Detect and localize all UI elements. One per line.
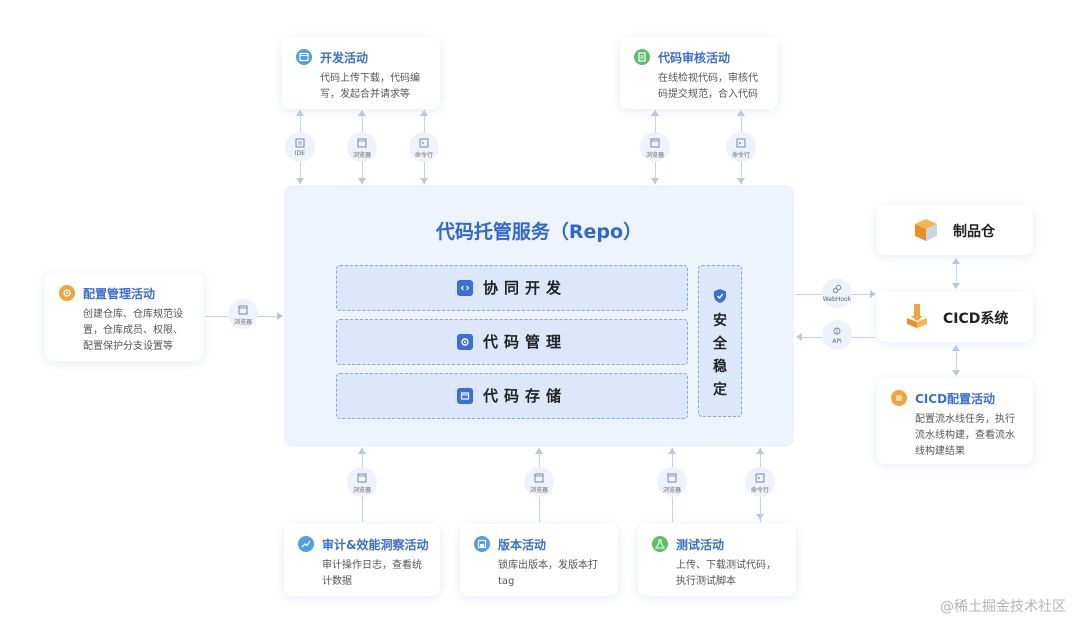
gear-icon [457, 334, 473, 350]
gear-icon [59, 285, 75, 301]
browser-icon [357, 473, 367, 483]
browser-connector: 浏览器 [524, 467, 554, 497]
connector-line [956, 258, 957, 288]
collab-dev-block: 协同开发 [336, 265, 688, 311]
arrow-down [651, 178, 659, 184]
arrow-right [277, 312, 283, 320]
config-activity-card: 配置管理活动 创建仓库、仓库规范设 置，仓库成员、权限、 配置保护分支设置等 [45, 273, 203, 361]
box-icon [915, 219, 937, 241]
arrow-up [952, 258, 960, 264]
arrow-up [358, 110, 366, 116]
audit-activity-card: 审计&效能洞察活动 审计操作日志，查看统 计数据 [284, 524, 440, 596]
test-activity-card: 测试活动 上传、下载测试代码， 执行测试脚本 [638, 524, 796, 596]
chart-icon [298, 536, 314, 552]
version-activity-card: 版本活动 锁库出版本，发版本打 tag [460, 524, 618, 596]
arrow-up [737, 110, 745, 116]
cli-connector: 命令行 [726, 132, 756, 162]
arrow-down [358, 178, 366, 184]
browser-icon [357, 138, 367, 148]
arrow-down [296, 178, 304, 184]
security-stability-label: 安 全 稳 定 [713, 313, 727, 398]
artifact-repo-card: 制品仓 [877, 205, 1033, 255]
code-window-icon [296, 49, 312, 65]
browser-connector: 浏览器 [657, 467, 687, 497]
link-icon [832, 284, 842, 294]
review-activity-title: 代码审核活动 [658, 51, 731, 65]
cicd-config-activity-card: CICD配置活动 配置流水线任务，执行 流水线构建，查看流水 线构建结果 [877, 378, 1033, 464]
security-stability-block: 安 全 稳 定 [698, 265, 742, 417]
arrow-up [296, 110, 304, 116]
api-connector: API [822, 320, 852, 350]
dev-activity-title: 开发活动 [320, 51, 369, 65]
test-activity-desc: 上传、下载测试代码， 执行测试脚本 [676, 560, 776, 587]
terminal-icon [755, 473, 765, 483]
shield-icon [714, 289, 726, 303]
connector-line [956, 345, 957, 375]
test-activity-title: 测试活动 [676, 538, 725, 552]
audit-activity-title: 审计&效能洞察活动 [322, 538, 429, 552]
browser-icon [667, 473, 677, 483]
arrow-up [668, 448, 676, 454]
cicd-config-activity-title: CICD配置活动 [915, 392, 996, 406]
review-activity-card: 代码审核活动 在线检视代码，审核代 码提交规范，合入代码 [620, 37, 778, 109]
config-activity-title: 配置管理活动 [83, 287, 156, 301]
cli-connector: 命令行 [409, 132, 439, 162]
arrow-up [756, 448, 764, 454]
code-manage-label: 代码管理 [483, 333, 568, 351]
arrow-down [420, 178, 428, 184]
code-storage-block: 代码存储 [336, 373, 688, 419]
arrow-down [952, 370, 960, 376]
ide-icon [295, 138, 305, 148]
cicd-system-title: CICD系统 [943, 311, 1009, 327]
save-icon [474, 536, 490, 552]
terminal-icon [736, 138, 746, 148]
version-activity-title: 版本活动 [498, 538, 547, 552]
api-icon [833, 327, 841, 335]
list-icon [891, 390, 907, 406]
flask-icon [652, 536, 668, 552]
code-manage-block: 代码管理 [336, 319, 688, 365]
browser-connector: 浏览器 [640, 132, 670, 162]
browser-connector: 浏览器 [347, 132, 377, 162]
webhook-connector: WebHook [822, 278, 852, 308]
version-activity-desc: 锁库出版本，发版本打 tag [498, 560, 598, 587]
arrow-left [796, 333, 802, 341]
config-activity-desc: 创建仓库、仓库规范设 置，仓库成员、权限、 配置保护分支设置等 [83, 309, 183, 352]
collab-dev-label: 协同开发 [483, 279, 568, 297]
browser-icon [534, 473, 544, 483]
watermark: @稀土掘金技术社区 [940, 599, 1066, 615]
terminal-icon [419, 138, 429, 148]
arrow-down [737, 178, 745, 184]
pipeline-icon [907, 304, 927, 328]
cicd-system-card: CICD系统 [877, 292, 1033, 342]
arrow-up [952, 345, 960, 351]
dev-activity-desc: 代码上传下载，代码编 写，发起合并请求等 [320, 73, 420, 100]
ide-connector: IDE [285, 132, 315, 162]
arrow-up [535, 448, 543, 454]
cicd-config-activity-desc: 配置流水线任务，执行 流水线构建，查看流水 线构建结果 [915, 414, 1015, 457]
arrow-down [952, 283, 960, 289]
arrow-up [651, 110, 659, 116]
code-window-icon [457, 280, 473, 296]
dev-activity-card: 开发活动 代码上传下载，代码编 写，发起合并请求等 [282, 37, 440, 109]
repo-service-title: 代码托管服务（Repo） [435, 221, 643, 243]
review-activity-desc: 在线检视代码，审核代 码提交规范，合入代码 [658, 73, 758, 100]
browser-connector: 浏览器 [347, 467, 377, 497]
browser-icon [238, 305, 248, 315]
repo-service-panel: 代码托管服务（Repo） 协同开发 代码管理 代码存储 安 全 稳 定 [284, 185, 794, 447]
artifact-repo-title: 制品仓 [953, 224, 995, 240]
arrow-up [358, 448, 366, 454]
arrow-right [870, 290, 876, 298]
document-icon [634, 49, 650, 65]
arrow-down [756, 514, 764, 520]
browser-icon [650, 138, 660, 148]
browser-connector: 浏览器 [228, 299, 258, 329]
cli-connector: 命令行 [745, 467, 775, 497]
audit-activity-desc: 审计操作日志，查看统 计数据 [322, 560, 422, 587]
arrow-up [420, 110, 428, 116]
storage-icon [457, 388, 473, 404]
code-storage-label: 代码存储 [483, 387, 568, 405]
